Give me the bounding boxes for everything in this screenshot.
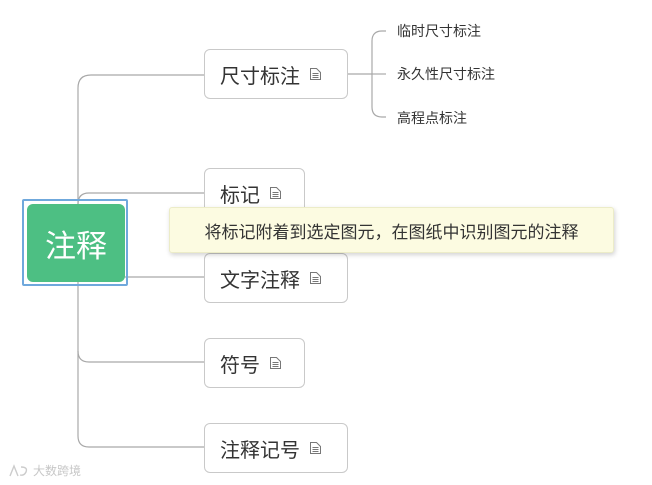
subtopic-temporary-dimension[interactable]: 临时尺寸标注 bbox=[397, 24, 481, 40]
watermark: 大数跨境 bbox=[8, 462, 81, 479]
watermark-logo-icon bbox=[9, 463, 28, 476]
topic-symbol[interactable]: 符号 bbox=[204, 338, 305, 388]
root-topic[interactable]: 注释 bbox=[27, 204, 125, 282]
topic-label: 尺寸标注 bbox=[220, 63, 300, 88]
topic-dimension-annotation[interactable]: 尺寸标注 bbox=[204, 49, 348, 99]
subtopic-spot-elevation[interactable]: 高程点标注 bbox=[397, 111, 467, 127]
topic-keynote[interactable]: 注释记号 bbox=[204, 423, 348, 473]
note-tooltip: 将标记附着到选定图元，在图纸中识别图元的注释 bbox=[169, 207, 614, 253]
note-icon[interactable] bbox=[309, 271, 322, 285]
root-selection-outline bbox=[22, 199, 128, 286]
topic-label: 标记 bbox=[220, 182, 260, 207]
root-topic-label: 注释 bbox=[45, 228, 107, 265]
subtopic-permanent-dimension[interactable]: 永久性尺寸标注 bbox=[397, 67, 495, 83]
topic-label: 注释记号 bbox=[220, 437, 300, 462]
topic-label: 文字注释 bbox=[220, 267, 300, 292]
topic-text-note[interactable]: 文字注释 bbox=[204, 253, 348, 303]
tooltip-text: 将标记附着到选定图元，在图纸中识别图元的注释 bbox=[204, 222, 579, 243]
note-icon[interactable] bbox=[269, 186, 282, 200]
topic-label: 符号 bbox=[220, 352, 260, 377]
note-icon[interactable] bbox=[269, 356, 282, 370]
watermark-text: 大数跨境 bbox=[33, 464, 82, 478]
note-icon[interactable] bbox=[309, 441, 322, 455]
note-icon[interactable] bbox=[309, 67, 322, 81]
